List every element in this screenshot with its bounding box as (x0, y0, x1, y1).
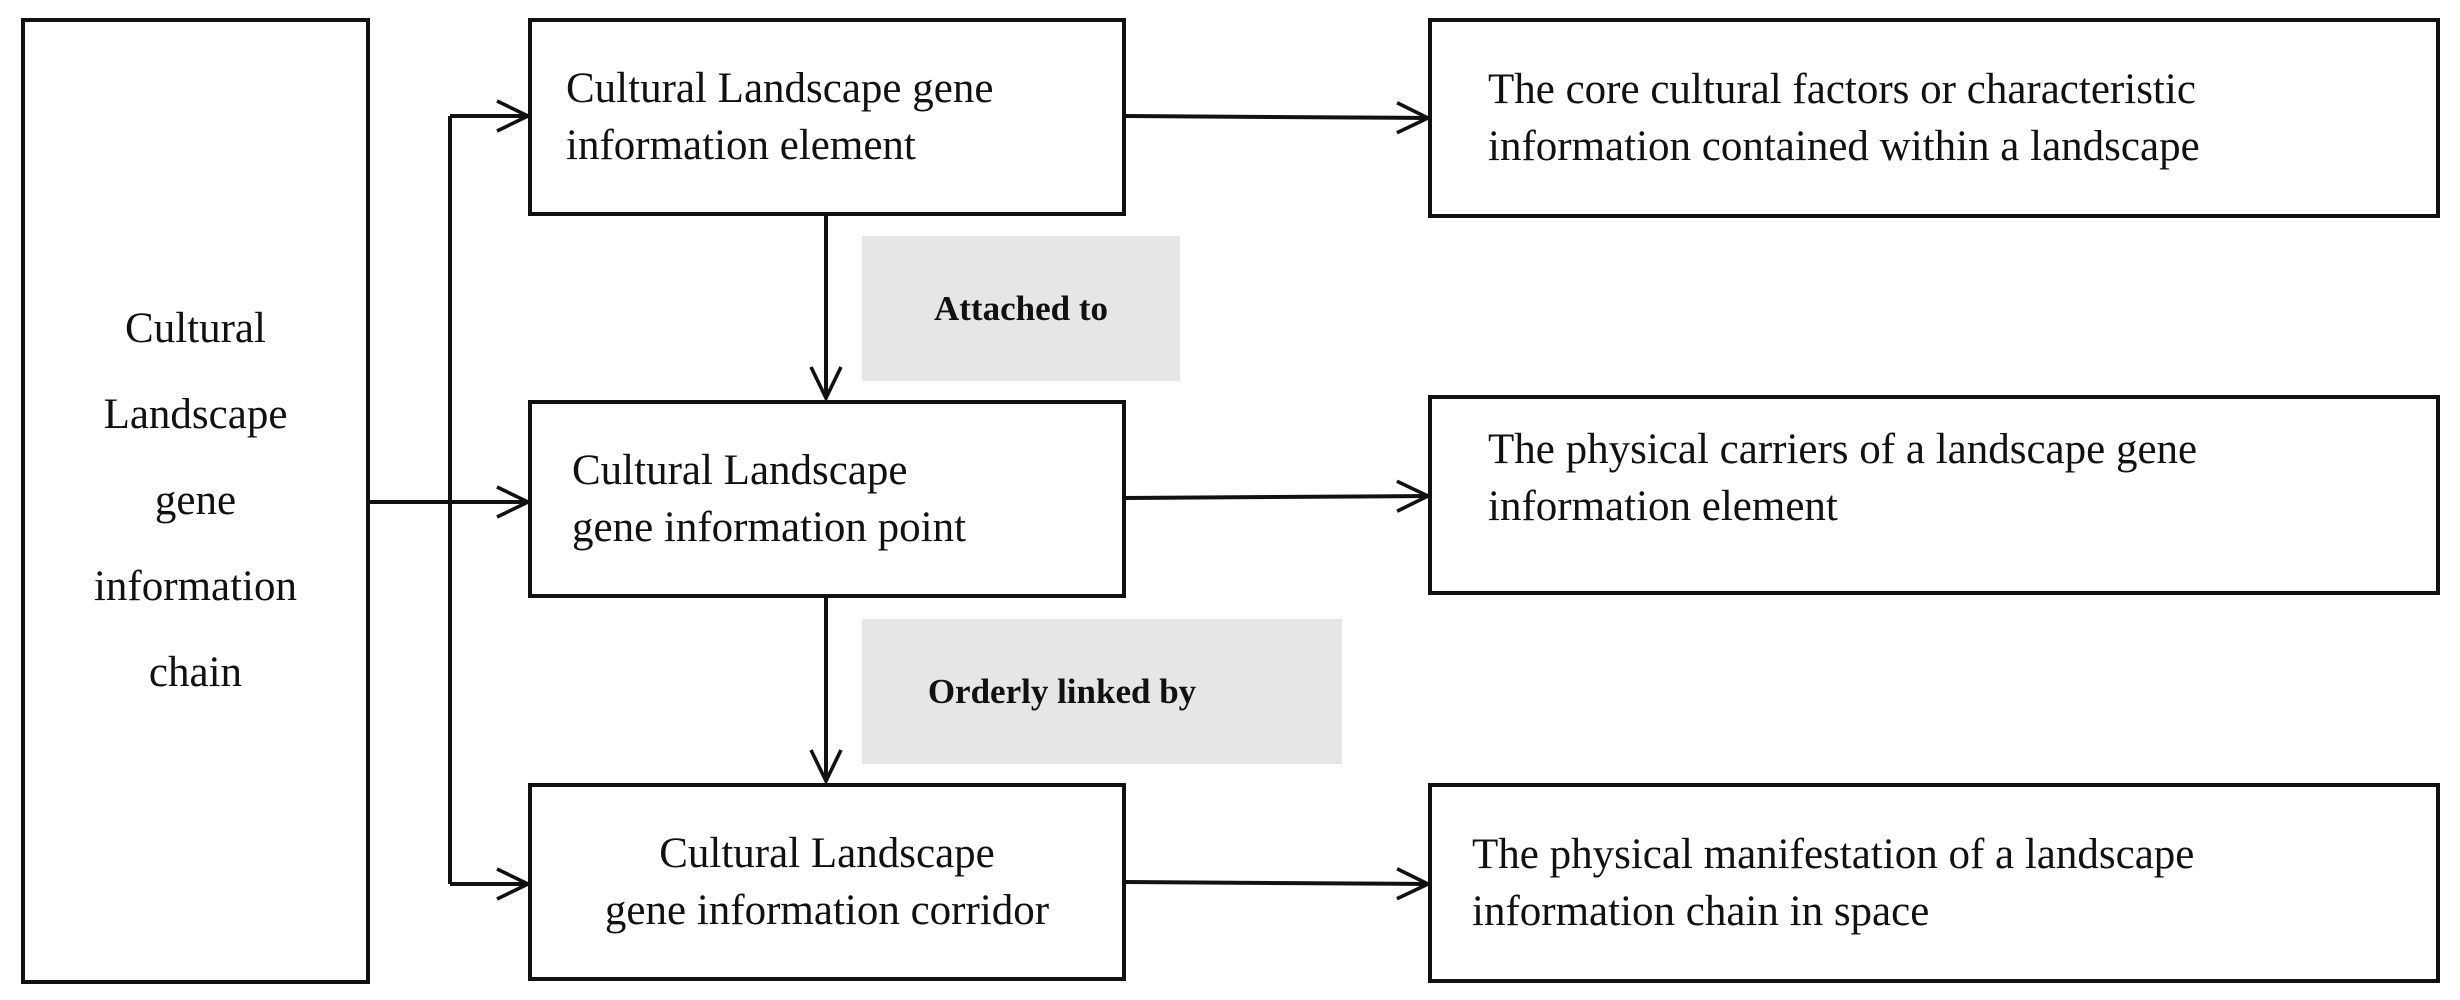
corridor-definition-line: information chain in space (1472, 888, 1930, 935)
relation-tag-orderly-linked-by: Orderly linked by (862, 619, 1342, 764)
chain-label-line: Landscape (103, 391, 288, 438)
chain-label-line: chain (148, 649, 243, 696)
element-definition-line: information contained within a landscape (1488, 123, 2200, 170)
corridor-definition-text: The physical manifestation of a landscap… (1472, 826, 2194, 940)
corridor-name-box: Cultural Landscape gene information corr… (528, 783, 1126, 981)
point-definition-text: The physical carriers of a landscape gen… (1488, 421, 2197, 535)
element-name-label: Cultural Landscape gene information elem… (566, 60, 993, 174)
element-definition-line: The core cultural factors or characteris… (1488, 66, 2196, 113)
point-name-line: Cultural Landscape (572, 447, 908, 494)
element-name-box: Cultural Landscape gene information elem… (528, 18, 1126, 216)
chain-label: Cultural Landscape gene information chai… (94, 286, 297, 716)
corridor-definition-line: The physical manifestation of a landscap… (1472, 831, 2195, 878)
definition-arrow-element (1123, 116, 1428, 118)
point-definition-line: information element (1488, 483, 1838, 530)
chain-label-line: information (93, 563, 297, 610)
relation-label: Orderly linked by (927, 671, 1197, 711)
relation-tag-attached-to: Attached to (862, 236, 1180, 381)
corridor-name-line: Cultural Landscape (659, 830, 995, 877)
corridor-name-line: gene information corridor (604, 887, 1050, 934)
definition-arrow-point (1119, 496, 1428, 498)
point-name-line: gene information point (572, 504, 967, 551)
chain-box: Cultural Landscape gene information chai… (21, 18, 370, 984)
point-name-label: Cultural Landscape gene information poin… (572, 442, 966, 556)
element-name-line: information element (566, 122, 916, 169)
corridor-definition-box: The physical manifestation of a landscap… (1428, 783, 2440, 983)
relation-label: Attached to (934, 288, 1108, 328)
corridor-name-label: Cultural Landscape gene information corr… (605, 825, 1049, 939)
element-definition-text: The core cultural factors or characteris… (1488, 61, 2200, 175)
element-name-line: Cultural Landscape gene (566, 65, 994, 112)
point-definition-box: The physical carriers of a landscape gen… (1428, 395, 2440, 595)
definition-arrow-corridor (1123, 882, 1428, 884)
point-definition-line: The physical carriers of a landscape gen… (1488, 426, 2198, 473)
chain-label-line: gene (154, 477, 237, 524)
point-name-box: Cultural Landscape gene information poin… (528, 400, 1126, 598)
element-definition-box: The core cultural factors or characteris… (1428, 18, 2440, 218)
chain-label-line: Cultural (125, 305, 266, 352)
